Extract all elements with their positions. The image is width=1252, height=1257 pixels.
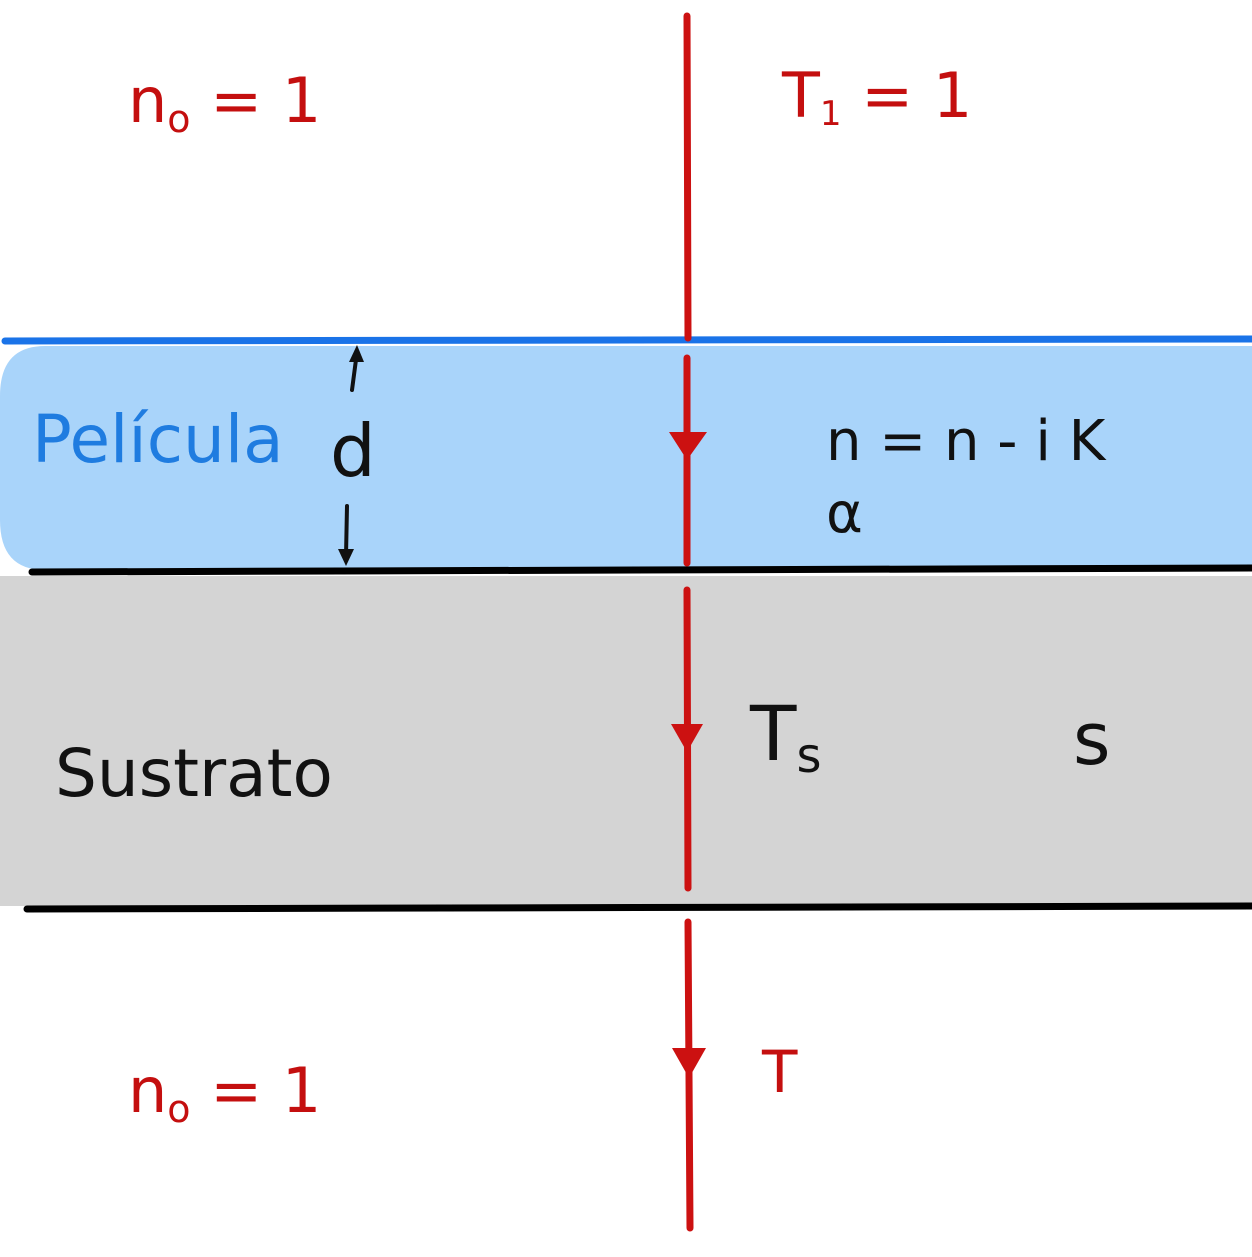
film-top-interface [1, 335, 1252, 345]
medium-bottom-label: no = 1 [128, 1054, 321, 1131]
substrate-layer [0, 576, 1252, 906]
film-absorption-label: α [826, 481, 863, 546]
transmittance-out-label: T [761, 1038, 798, 1106]
film-substrate-interface [28, 564, 1252, 576]
film-name-label: Película [32, 401, 284, 478]
ray-arrowhead-air-bottom [672, 1048, 706, 1078]
ray-arrowhead-film [669, 432, 707, 460]
substrate-name-label: Sustrato [55, 735, 333, 812]
thickness-arrow-down-head [338, 549, 354, 566]
ray-arrowhead-substrate [671, 724, 703, 752]
film-layer [0, 346, 1252, 570]
ray-segment-air-top [683, 12, 692, 342]
film-index-label: n = n - i K [826, 409, 1107, 474]
substrate-bottom-interface [23, 902, 1252, 913]
transmittance-top-label: T1 = 1 [781, 59, 972, 134]
substrate-transmittance-label: Ts [749, 689, 821, 784]
thickness-label: d [330, 409, 376, 493]
substrate-index-label: s [1073, 697, 1111, 781]
thickness-arrow-up-head [349, 345, 364, 362]
medium-top-label: no = 1 [128, 64, 321, 141]
thickness-arrow-down-shaft [344, 504, 349, 558]
